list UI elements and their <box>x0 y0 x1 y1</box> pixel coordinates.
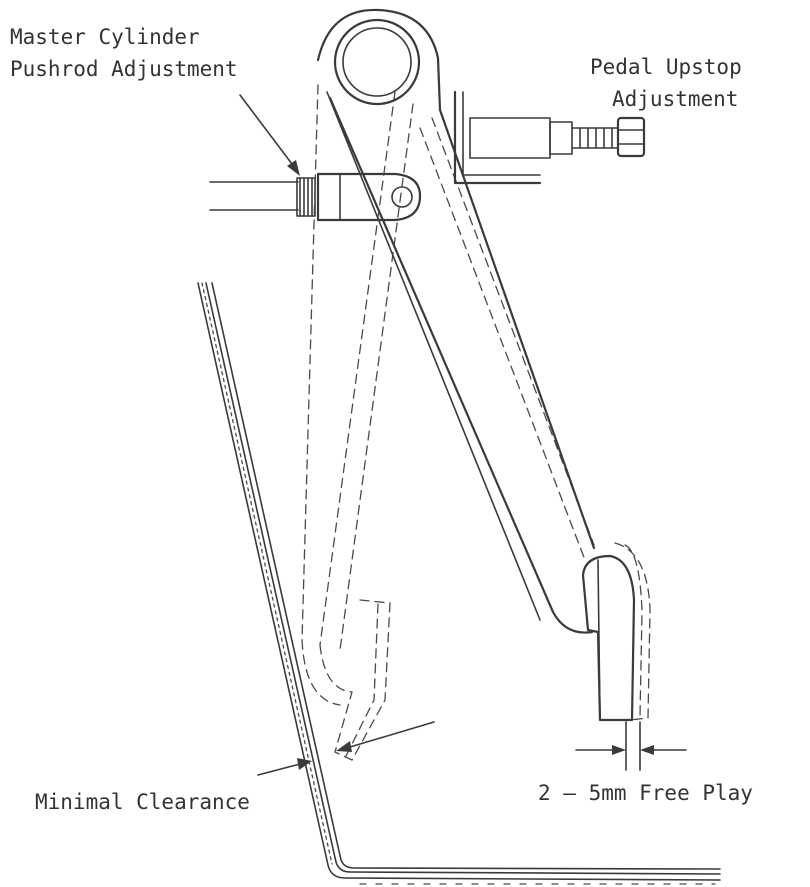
firewall-panel <box>197 282 721 885</box>
pedal-arm-rest-outline <box>419 117 651 721</box>
pedal-upstop-label-line1: Pedal Upstop <box>590 55 742 79</box>
pedal-upstop-label-line2: Adjustment <box>612 87 739 111</box>
free-play-dimension <box>575 721 687 771</box>
master-cylinder-label-line1: Master Cylinder <box>10 25 200 49</box>
pedal-depressed-outline <box>301 84 414 761</box>
master-cylinder-label-line2: Pushrod Adjustment <box>10 57 238 81</box>
pushrod-leader-arrow <box>239 94 300 176</box>
minimal-clearance-label: Minimal Clearance <box>35 790 250 814</box>
pedal-upstop <box>453 90 646 185</box>
clearance-arrows <box>257 721 435 776</box>
pedal-pad <box>581 554 636 722</box>
free-play-label: 2 – 5mm Free Play <box>538 781 753 805</box>
